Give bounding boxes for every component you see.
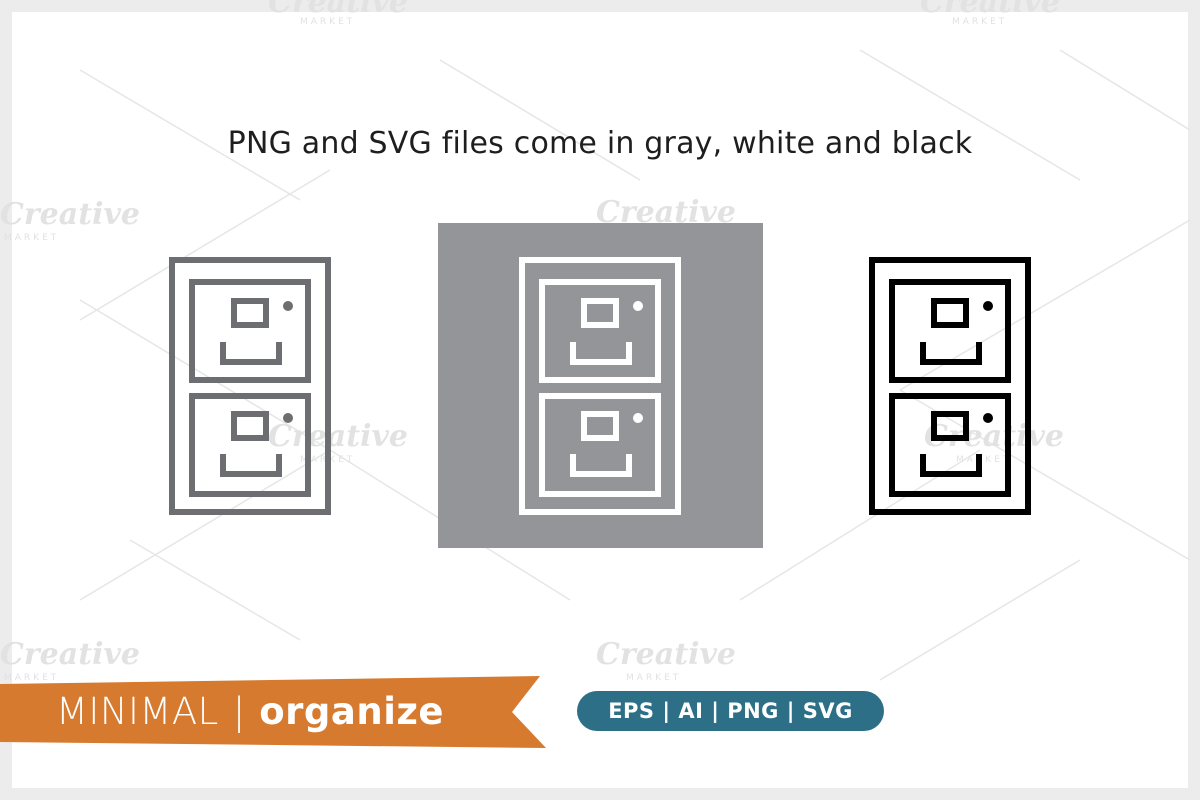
svg-text:MARKET: MARKET [4, 673, 59, 683]
svg-text:MARKET: MARKET [956, 455, 1011, 465]
svg-text:MARKET: MARKET [626, 673, 681, 683]
svg-text:Creative: Creative [268, 0, 408, 20]
svg-text:Creative: Creative [920, 0, 1060, 20]
svg-text:MARKET: MARKET [952, 17, 1007, 27]
ribbon-separator: | [232, 690, 246, 733]
svg-text:Creative: Creative [0, 197, 140, 232]
svg-text:Creative: Creative [596, 637, 736, 672]
ribbon-title-organize: organize [259, 690, 445, 733]
svg-text:MARKET: MARKET [4, 233, 59, 243]
title-ribbon [0, 676, 546, 748]
file-formats-badge: EPS | AI | PNG | SVG [577, 691, 884, 731]
file-cabinet-icon [869, 257, 1031, 515]
file-cabinet-icon [169, 257, 331, 515]
ribbon-title-minimal: MINIMAL [56, 690, 219, 733]
svg-text:Creative: Creative [0, 637, 140, 672]
ribbon-title: MINIMAL | organize [56, 684, 444, 740]
file-cabinet-icon [519, 257, 681, 515]
svg-text:MARKET: MARKET [300, 17, 355, 27]
headline: PNG and SVG files come in gray, white an… [227, 126, 973, 161]
svg-text:Creative: Creative [268, 419, 408, 454]
